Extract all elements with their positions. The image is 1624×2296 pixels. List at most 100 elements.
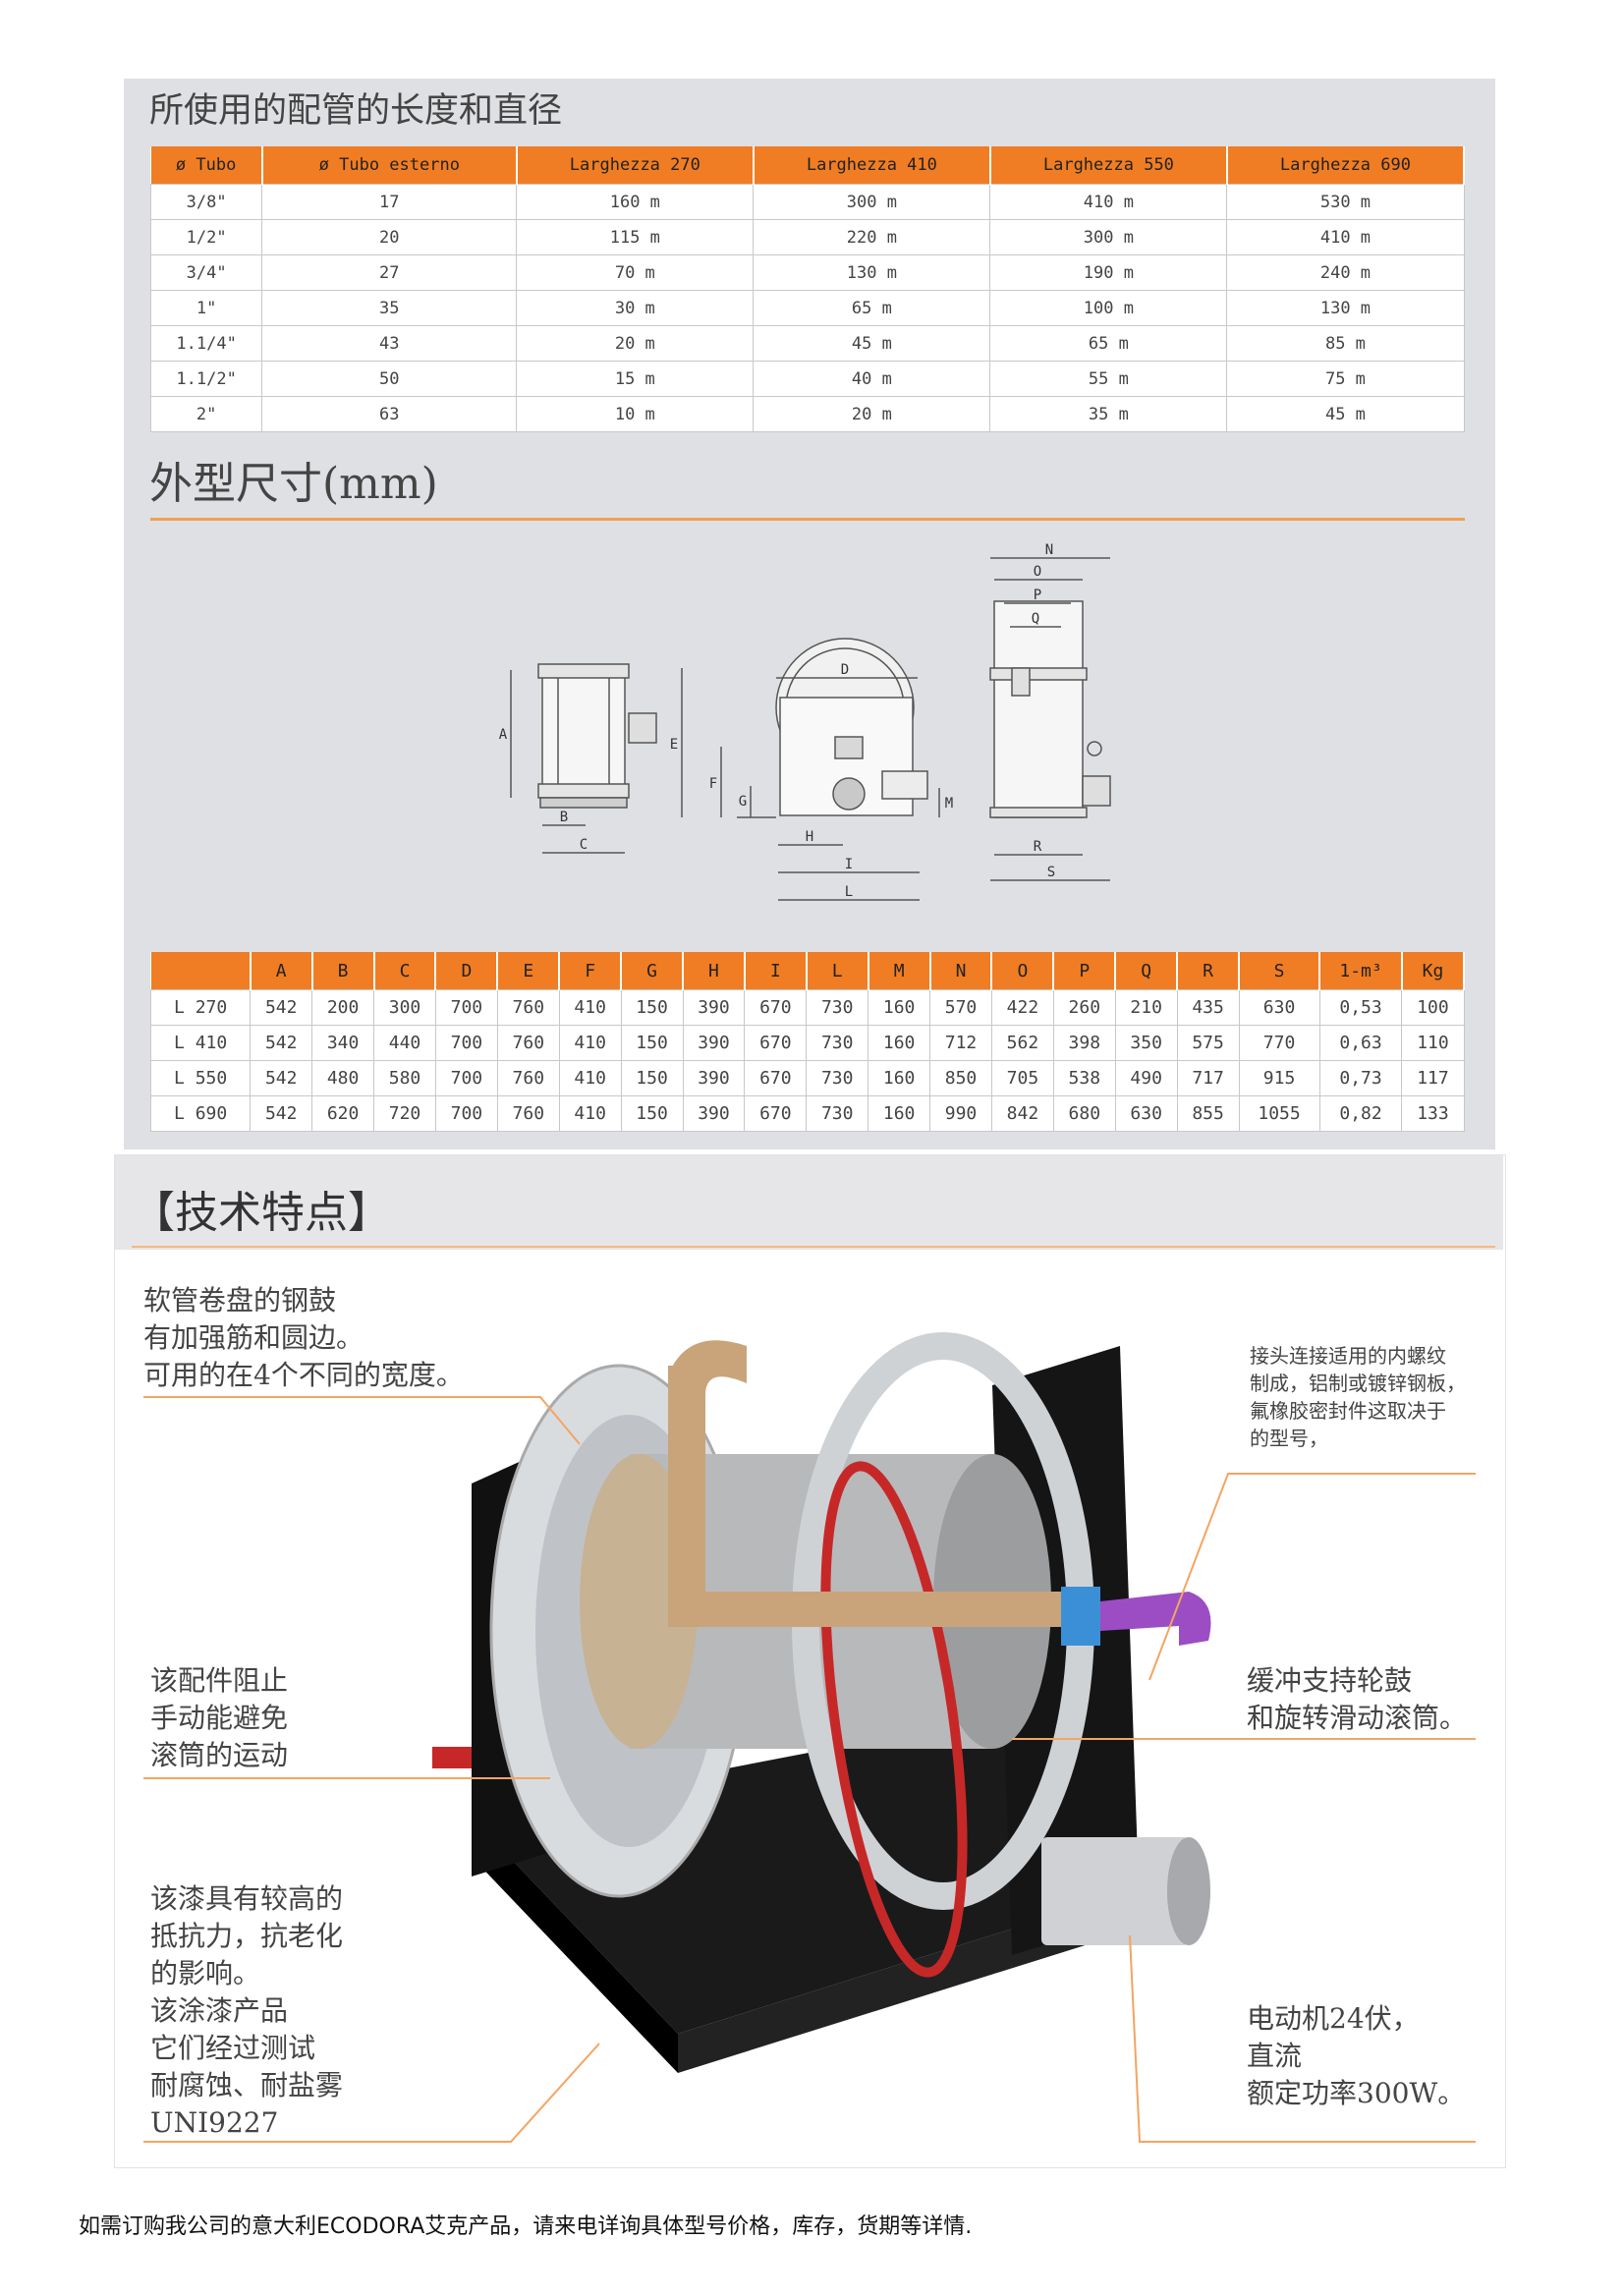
pipe-table-cell: 530 m [1226,184,1465,220]
dims-table-cell: 730 [806,1095,869,1132]
dims-table-cell: 915 [1238,1060,1320,1096]
caption-buffer: 缓冲支持轮鼓 和旋转滑动滚筒。 [1247,1662,1467,1737]
caption-fitting-text: 接头连接适用的内螺纹 制成，铝制或镀锌钢板， 氟橡胶密封件这取决于 的型号， [1250,1344,1466,1450]
drawing-letter-q: Q [1032,611,1039,627]
pipe-table-cell: 3/8" [149,184,263,220]
dims-table-cell: 435 [1176,989,1240,1026]
pipe-table-cell: 115 m [516,219,755,255]
drawing-letter-d: D [841,662,849,678]
dims-table-cell: 580 [373,1060,436,1096]
dims-table-cell: 760 [496,1095,560,1132]
dims-table-cell: 670 [744,1060,808,1096]
pipe-table-cell: 240 m [1226,254,1465,291]
pipe-table-cell: 27 [261,254,518,291]
drawing-letter-i: I [845,857,853,872]
dims-table-cell: 670 [744,1095,808,1132]
pipe-table-cell: 20 [261,219,518,255]
drawing-letter-f: F [709,776,717,792]
dims-table-header-cell: D [435,952,499,990]
caption-lock-text: 该配件阻止 手动能避免 滚筒的运动 [150,1664,289,1771]
dimension-drawing: A B C D E F G H I L M N O P Q R S [499,542,1111,901]
drawing-letter-g: G [739,794,747,810]
dims-table-cell: 440 [373,1025,436,1061]
pipe-table-header-cell: ø Tubo [150,146,263,185]
dims-table-cell: 0,63 [1318,1025,1403,1061]
dims-section-title: 外型尺寸(mm) [149,459,438,509]
hose-reel-illustration [432,1332,1211,2073]
features-title-rule [132,1246,1495,1248]
pipe-table-cell: 63 [261,396,518,432]
dims-table-cell: 0,82 [1318,1095,1403,1132]
drawing-letter-n: N [1045,542,1053,558]
pipe-table-cell: 10 m [516,396,755,432]
drawing-letter-p: P [1034,588,1041,603]
pipe-table-cell: 20 m [753,396,991,432]
dims-table-cell: 700 [434,989,498,1026]
drawing-letter-c: C [580,837,588,853]
caption-paint-text: 该漆具有较高的 抵抗力，抗老化 的影响。 该涂漆产品 它们经过测试 耐腐蚀、耐盐… [150,1882,344,2139]
pipe-table-cell: 35 [261,290,518,326]
dims-title-rule [150,518,1465,521]
pipe-table-header-cell: Larghezza 690 [1226,146,1466,185]
pipe-table-header-cell: ø Tubo esterno [261,146,518,185]
dims-table-header-cell: M [868,952,931,990]
dims-table-header-cell: S [1239,952,1321,990]
drawing-letter-b: B [560,810,568,825]
pipe-table-cell: 50 [261,361,518,397]
pipe-table-cell: 1" [149,290,263,326]
dims-table-cell: 133 [1401,1095,1465,1132]
dims-table-cell: 700 [434,1095,498,1132]
caption-motor: 电动机24伏， 直流 额定功率300W。 [1247,2000,1465,2112]
pipe-table-cell: 45 m [1226,396,1465,432]
pipe-table-cell: 55 m [989,361,1228,397]
features-title: 【技术特点】 [132,1188,391,1238]
caption-drum: 软管卷盘的钢鼓 有加强筋和圆边。 可用的在4个不同的宽度。 [143,1282,464,1394]
dims-table-cell: 855 [1176,1095,1240,1132]
dims-table-cell: 770 [1238,1025,1320,1061]
dims-table-cell: 390 [682,989,746,1026]
caption-paint: 该漆具有较高的 抵抗力，抗老化 的影响。 该涂漆产品 它们经过测试 耐腐蚀、耐盐… [150,1880,343,2142]
dims-table-header-cell: L [806,952,869,990]
dims-table-header-cell: O [991,952,1055,990]
drawing-letter-m: M [945,796,953,812]
dims-table-cell: 542 [250,1060,313,1096]
dims-table-header-cell: Q [1115,952,1179,990]
dims-table-cell: 542 [250,1095,313,1132]
dims-table-cell: 410 [558,1095,622,1132]
drawing-letter-r: R [1034,839,1042,855]
pipe-table-cell: 17 [261,184,518,220]
pipe-table-cell: 190 m [989,254,1228,291]
dims-table-cell: 260 [1052,989,1116,1026]
dims-table-cell: 100 [1401,989,1465,1026]
dims-table-cell: 760 [496,989,560,1026]
pipe-table-cell: 1.1/2" [149,361,263,397]
dims-table-header-cell: F [559,952,623,990]
drawing-letter-o: O [1034,564,1041,580]
dims-table-cell: 1055 [1238,1095,1320,1132]
dims-table-cell: 700 [434,1060,498,1096]
dims-table-cell: 730 [806,1060,869,1096]
dims-table-cell: 990 [929,1095,992,1132]
dims-table-header-cell: N [929,952,993,990]
dims-table-cell: 340 [311,1025,375,1061]
pipe-table-cell: 1/2" [149,219,263,255]
dims-table-cell: 670 [744,989,808,1026]
dims-table-cell: 712 [929,1025,992,1061]
dims-table-cell: 150 [620,989,684,1026]
dims-table-cell: 542 [250,1025,313,1061]
dims-table-header-cell: C [373,952,437,990]
dims-table-cell: 210 [1114,989,1178,1026]
pipe-table-cell: 160 m [516,184,755,220]
dims-table-cell: 562 [990,1025,1054,1061]
pipe-table-cell: 35 m [989,396,1228,432]
